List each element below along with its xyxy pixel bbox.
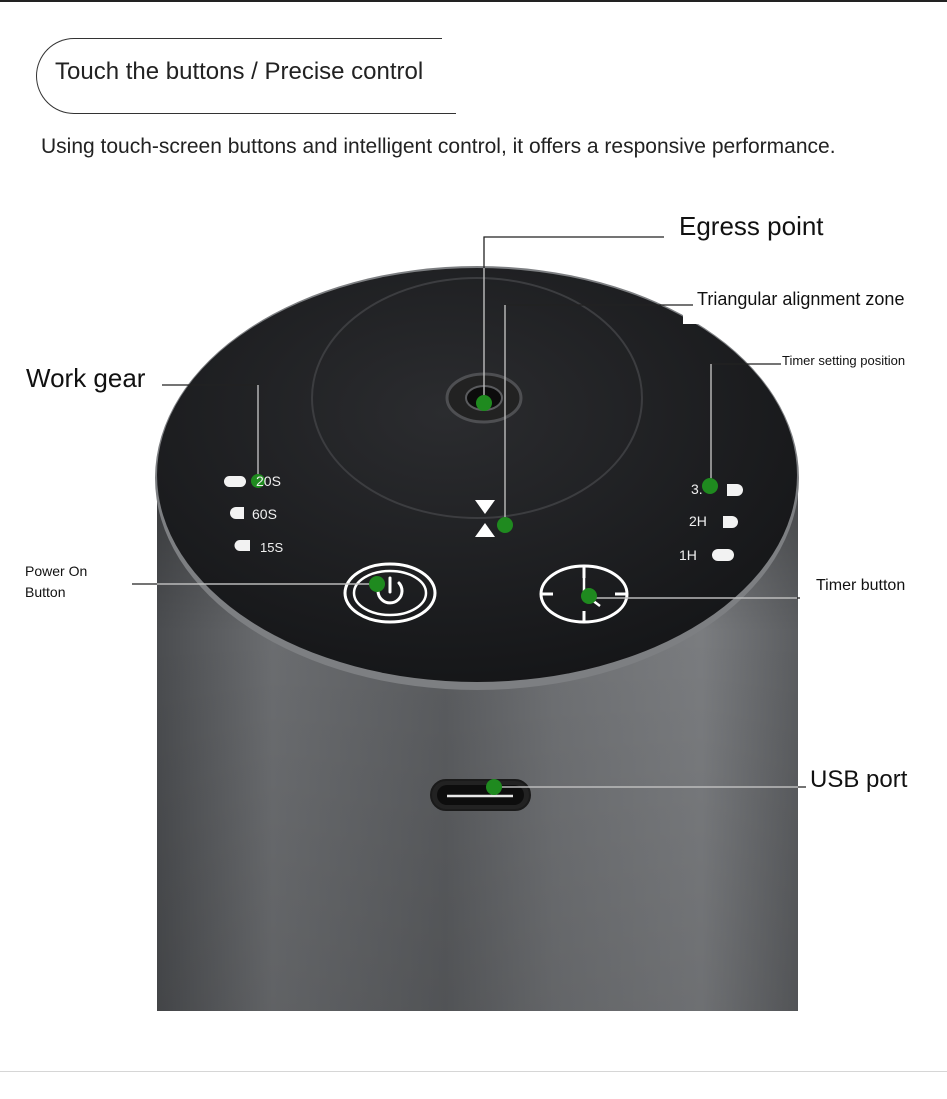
- callout-timer-button: Timer button: [816, 577, 906, 594]
- timer-indicator-2: [723, 516, 738, 528]
- callout-egress-point: Egress point: [679, 211, 824, 241]
- gear-label-1: 20S: [256, 473, 281, 489]
- marker-egress: [476, 395, 492, 411]
- marker-timer-button: [581, 588, 597, 604]
- callout-timer-setting-position: Timer setting position: [782, 353, 906, 368]
- timer-label-3: 1H: [679, 547, 697, 563]
- callout-usb-port: USB port: [810, 766, 908, 793]
- timer-indicator-3: [712, 549, 734, 561]
- gear-label-2: 60S: [252, 506, 277, 522]
- timer-indicator-1: [727, 484, 743, 496]
- alignment-triangle-down: [475, 500, 495, 514]
- marker-power: [369, 576, 385, 592]
- marker-timer-setting: [702, 478, 718, 494]
- marker-work-gear: [251, 474, 265, 488]
- gear-indicator-2: [230, 507, 244, 519]
- timer-label-2: 2H: [689, 513, 707, 529]
- bottom-divider: [0, 1071, 947, 1072]
- subtitle: Using touch-screen buttons and intellige…: [41, 135, 836, 158]
- marker-usb: [486, 779, 502, 795]
- callout-triangular-alignment-zone: Triangular alignment zone: [697, 289, 905, 309]
- top-border: [0, 0, 947, 2]
- heading-title: Touch the buttons / Precise control: [55, 58, 424, 85]
- lid-ring: [311, 277, 643, 519]
- alignment-triangle-up: [475, 523, 495, 537]
- callout-power-on-button: Power On Button: [25, 563, 88, 600]
- gear-label-3: 15S: [260, 540, 283, 555]
- usb-port-graphic: [430, 779, 531, 811]
- marker-triangular: [497, 517, 513, 533]
- gear-indicator-3: [234, 540, 250, 551]
- device-top: [157, 268, 797, 682]
- gear-indicator-1: [224, 476, 246, 487]
- heading-frame: [36, 37, 462, 114]
- callout-work-gear: Work gear: [26, 363, 146, 393]
- timer-label-1: 3.: [691, 481, 703, 497]
